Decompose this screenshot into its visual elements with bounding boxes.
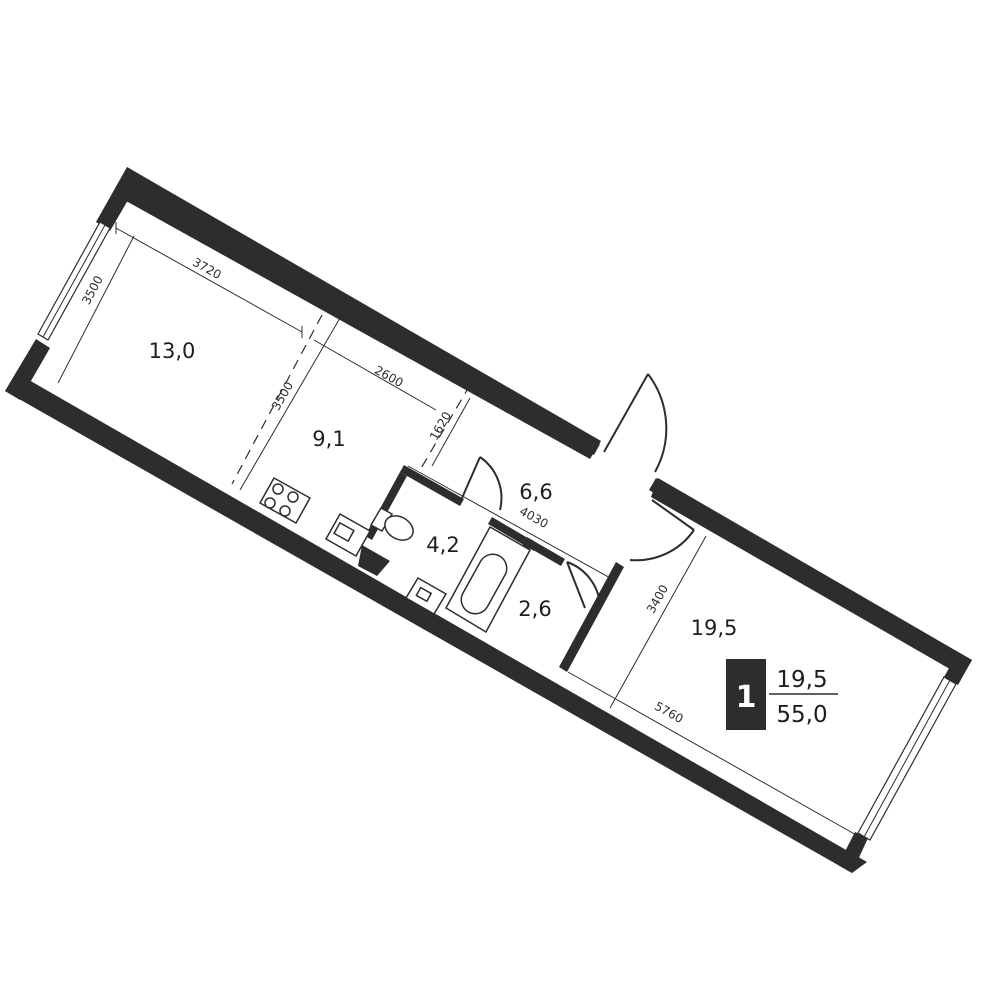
wall-bottom [5, 376, 867, 873]
badge-total-area: 55,0 [776, 702, 827, 728]
wall-right-lower [838, 832, 868, 873]
badge-rooms-box [726, 659, 766, 730]
dimension-line-2600 [313, 339, 437, 411]
kitchen-sink-icon [324, 512, 372, 558]
room-area-label: 6,6 [519, 480, 552, 504]
wall-entry-jamb-2 [649, 478, 668, 497]
wall-kitchen-corner [358, 545, 390, 576]
badge-living-area: 19,5 [776, 667, 827, 693]
wall-top-right [651, 478, 972, 676]
stove-icon [258, 476, 312, 525]
wall-storage-right [559, 562, 624, 672]
dimension-line-3400 [609, 535, 707, 709]
washbasin-icon [404, 576, 448, 616]
dimension-line-3500-mid [239, 317, 341, 491]
dimension-line-4030 [407, 465, 615, 581]
bathtub-icon [444, 525, 532, 634]
toilet-icon [369, 506, 414, 541]
room-area-label: 19,5 [691, 616, 738, 640]
room-area-label: 4,2 [426, 533, 459, 557]
dimension-label-4030: 4030 [517, 504, 551, 531]
wall-bath-top [400, 465, 464, 506]
dimension-label-3720: 3720 [190, 255, 224, 282]
dimension-label-1620: 1620 [427, 409, 454, 442]
wall-right-upper [944, 652, 972, 685]
window-right [857, 676, 957, 841]
badge-rooms-count: 1 [736, 680, 757, 715]
wall-entry-jamb-1 [574, 432, 600, 455]
apartment-badge: 1 19,5 55,0 [726, 659, 838, 730]
dimension-label-3400: 3400 [644, 582, 671, 615]
room-area-label: 13,0 [149, 339, 196, 363]
wall-storage-top [528, 540, 565, 566]
dimension-line-5760 [567, 671, 859, 837]
dimension-line-3720 [115, 222, 303, 338]
dimension-label-3500-mid: 3500 [269, 379, 296, 412]
dimension-line-3500-left [57, 235, 135, 384]
boundary-dash-1 [231, 299, 331, 485]
window-left [37, 221, 111, 341]
wall-left-upper [96, 167, 142, 231]
dimension-label-2600: 2600 [372, 363, 406, 390]
dimension-line-1620 [431, 397, 471, 467]
room-area-label: 9,1 [312, 427, 345, 451]
room-area-label: 2,6 [518, 597, 551, 621]
dimension-label-3500-left: 3500 [79, 273, 106, 307]
wall-top-left [117, 167, 601, 459]
door-bathroom [461, 456, 503, 511]
door-entrance [603, 373, 695, 562]
door-storage [566, 561, 601, 609]
